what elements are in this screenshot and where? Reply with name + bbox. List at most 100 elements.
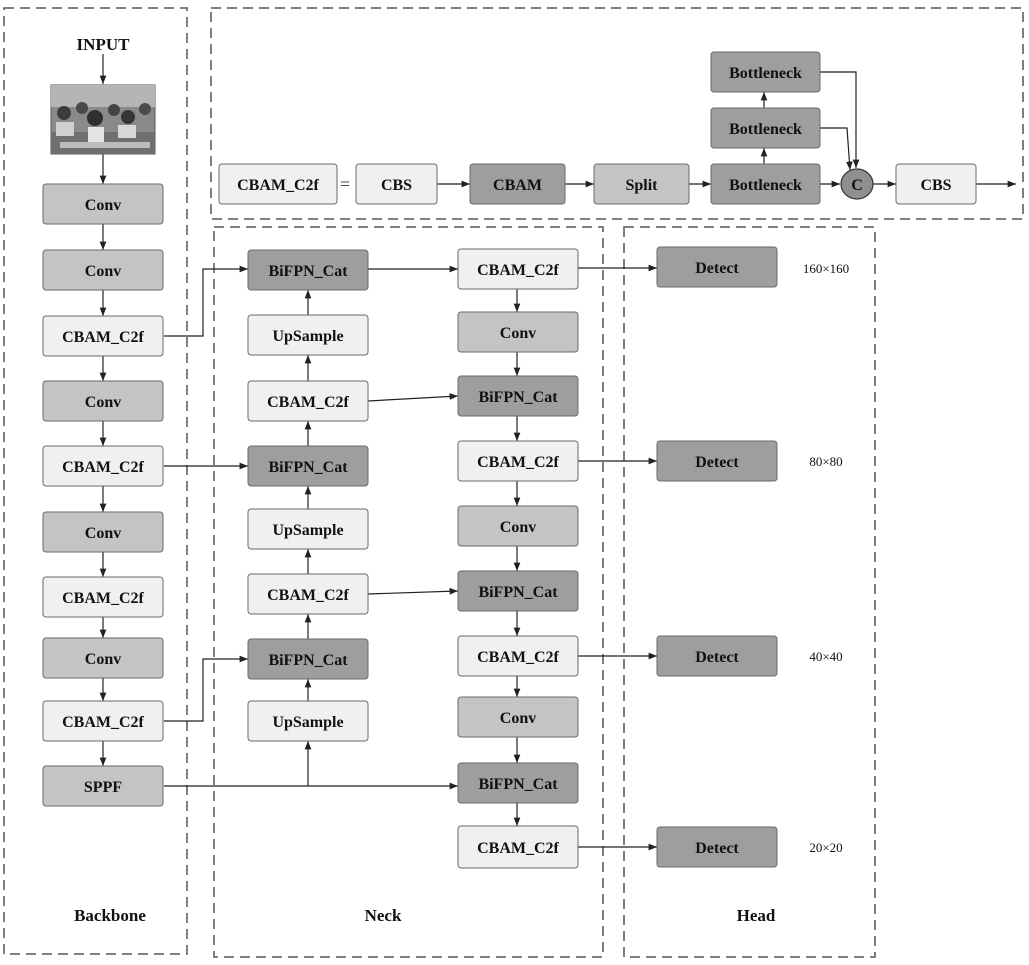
bb-conv-4-label: Conv: [85, 525, 121, 542]
neck-conv-r1-box: [457, 311, 579, 353]
neck-conv-r1-label: Conv: [500, 325, 536, 342]
neck-cbam-c2f-r4-box: [457, 825, 579, 869]
neck-upsample-1-label: UpSample: [272, 328, 343, 345]
concat-label: C: [851, 177, 863, 194]
bb-cbam-c2f-3-box: [42, 576, 164, 618]
head-detect-1-box: [656, 246, 778, 288]
legend-cbam-box: [469, 163, 566, 205]
bb-cbam-c2f-3: CBAM_C2f: [42, 576, 164, 618]
neck-bifpn-cat-r2: BiFPN_Cat: [457, 570, 579, 612]
bb-cbam-c2f-4-label: CBAM_C2f: [62, 714, 144, 731]
neck-cbam-c2f-l1-label: CBAM_C2f: [267, 394, 349, 411]
bb-conv-3-label: Conv: [85, 394, 121, 411]
neck-cbam-c2f-r1-label: CBAM_C2f: [477, 262, 559, 279]
legend-cbam: CBAM: [469, 163, 566, 205]
legend-cbam-c2f-box: [218, 163, 338, 205]
equals-sign: =: [340, 174, 350, 194]
bb-conv-2-label: Conv: [85, 263, 121, 280]
legend-cbam-c2f: CBAM_C2f: [218, 163, 338, 205]
legend-split-label: Split: [625, 177, 658, 194]
bb-cbam-c2f-4: CBAM_C2f: [42, 700, 164, 742]
head-detect-1-label: Detect: [695, 260, 739, 277]
neck-cbam-c2f-r4-label: CBAM_C2f: [477, 840, 559, 857]
legend-split-box: [593, 163, 690, 205]
neck-cbam-c2f-r2-box: [457, 440, 579, 482]
legend-cbam-label: CBAM: [493, 177, 542, 194]
legend-cbs-in-box: [355, 163, 438, 205]
head-label: Head: [737, 906, 776, 925]
neck-cbam-c2f-l2-label: CBAM_C2f: [267, 587, 349, 604]
legend-bottleneck-3: Bottleneck: [710, 51, 821, 93]
input-image: [50, 84, 156, 155]
concat-circle: [840, 168, 874, 200]
head-detect-3-label: Detect: [695, 649, 739, 666]
neck-conv-r2: Conv: [457, 505, 579, 547]
neck-conv-r3-box: [457, 696, 579, 738]
neck-bifpn-cat-l3: BiFPN_Cat: [247, 638, 369, 680]
neck-conv-r3-label: Conv: [500, 710, 536, 727]
legend-cbs-out: CBS: [895, 163, 977, 205]
neck-cbam-c2f-r3-label: CBAM_C2f: [477, 649, 559, 666]
bb-conv-2-box: [42, 249, 164, 291]
neck-upsample-3-box: [247, 700, 369, 742]
neck-upsample-3: UpSample: [247, 700, 369, 742]
bb-conv-3-box: [42, 380, 164, 422]
neck-cbam-c2f-r3-box: [457, 635, 579, 677]
bb-sppf-label: SPPF: [84, 779, 122, 796]
head-detect-2: Detect: [656, 440, 778, 482]
bb-conv-1-box: [42, 183, 164, 225]
scale-label-20: 20×20: [809, 840, 842, 855]
bb-cbam-c2f-2: CBAM_C2f: [42, 445, 164, 487]
neck-cbam-c2f-l1: CBAM_C2f: [247, 380, 369, 422]
legend-cbs-in: CBS: [355, 163, 438, 205]
head-detect-1: Detect: [656, 246, 778, 288]
neck-label: Neck: [365, 906, 402, 925]
legend-cbam-c2f-label: CBAM_C2f: [237, 177, 319, 194]
legend-cbs-out-label: CBS: [920, 177, 951, 194]
input-title: INPUT: [77, 35, 131, 54]
bb-cbam-c2f-1-box: [42, 315, 164, 357]
bb-conv-5-box: [42, 637, 164, 679]
legend-cbs-out-box: [895, 163, 977, 205]
neck-upsample-2: UpSample: [247, 508, 369, 550]
bb-conv-3: Conv: [42, 380, 164, 422]
neck-cbam-c2f-r3: CBAM_C2f: [457, 635, 579, 677]
legend-cbs-in-label: CBS: [381, 177, 412, 194]
neck-bifpn-cat-l1-box: [247, 249, 369, 291]
legend-frame: [210, 7, 1024, 220]
neck-upsample-3-label: UpSample: [272, 714, 343, 731]
neck-upsample-1-box: [247, 314, 369, 356]
neck-cbam-c2f-l2: CBAM_C2f: [247, 573, 369, 615]
bb-conv-4-box: [42, 511, 164, 553]
neck-cbam-c2f-l2-box: [247, 573, 369, 615]
neck-bifpn-cat-r1: BiFPN_Cat: [457, 375, 579, 417]
neck-bifpn-cat-l1: BiFPN_Cat: [247, 249, 369, 291]
head-detect-2-label: Detect: [695, 454, 739, 471]
neck-bifpn-cat-r3-box: [457, 762, 579, 804]
head-frame: [623, 226, 876, 958]
legend-bottleneck-1: Bottleneck: [710, 163, 821, 205]
neck-bifpn-cat-l2-box: [247, 445, 369, 487]
neck-bifpn-cat-l2: BiFPN_Cat: [247, 445, 369, 487]
bb-sppf: SPPF: [42, 765, 164, 807]
neck-bifpn-cat-r3: BiFPN_Cat: [457, 762, 579, 804]
head-detect-3: Detect: [656, 635, 778, 677]
diagram-nodes: ConvConvCBAM_C2fConvCBAM_C2fConvCBAM_C2f…: [42, 51, 977, 869]
neck-bifpn-cat-r1-label: BiFPN_Cat: [478, 389, 558, 406]
legend-bottleneck-2: Bottleneck: [710, 107, 821, 149]
bb-cbam-c2f-4-box: [42, 700, 164, 742]
neck-upsample-1: UpSample: [247, 314, 369, 356]
neck-cbam-c2f-r2-label: CBAM_C2f: [477, 454, 559, 471]
legend-split: Split: [593, 163, 690, 205]
scale-label-160: 160×160: [803, 261, 849, 276]
bb-cbam-c2f-2-box: [42, 445, 164, 487]
neck-cbam-c2f-r1: CBAM_C2f: [457, 248, 579, 290]
bb-cbam-c2f-1-label: CBAM_C2f: [62, 329, 144, 346]
head-detect-4-label: Detect: [695, 840, 739, 857]
bb-cbam-c2f-3-label: CBAM_C2f: [62, 590, 144, 607]
legend-concat: C: [840, 168, 874, 200]
neck-bifpn-cat-l3-box: [247, 638, 369, 680]
neck-bifpn-cat-r1-box: [457, 375, 579, 417]
